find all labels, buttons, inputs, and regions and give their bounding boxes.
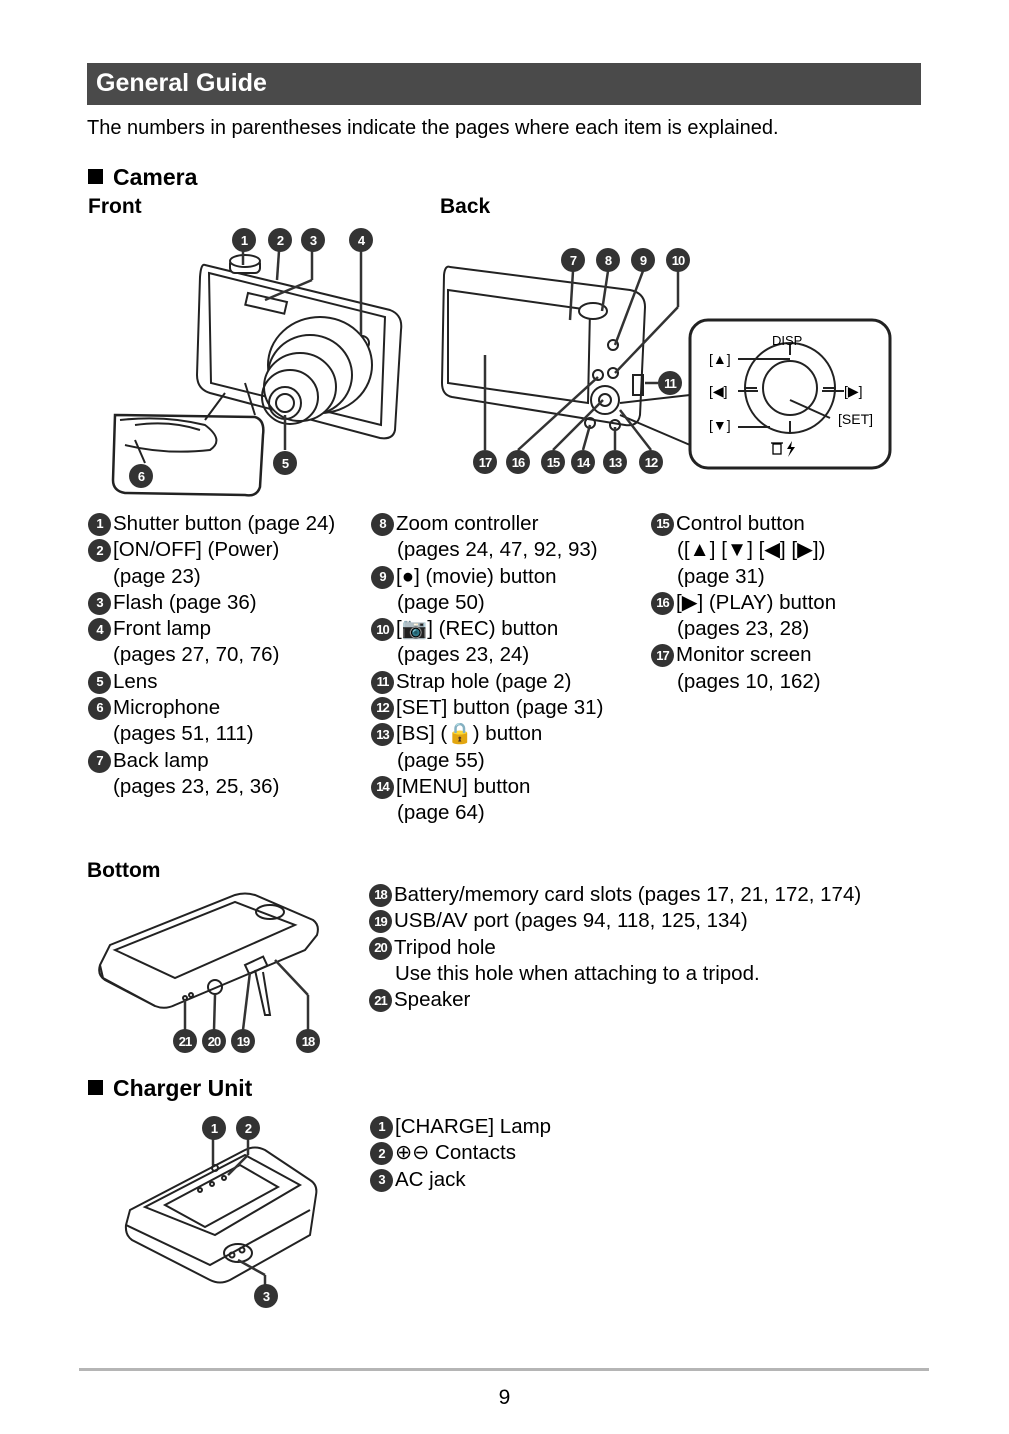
list-item-cont: (pages 23, 25, 36) — [113, 774, 280, 798]
list-item: 9[●] (movie) button — [371, 564, 603, 590]
callout-18: 18 — [296, 1029, 320, 1053]
callout-16: 16 — [506, 450, 530, 474]
list-item: 12[SET] button (page 31) — [371, 695, 603, 721]
list-item-cont: Use this hole when attaching to a tripod… — [395, 961, 760, 985]
bottom-label: Bottom — [87, 859, 161, 882]
flash-icon — [787, 441, 795, 457]
down-label: [▼] — [709, 417, 731, 433]
callout-15: 15 — [541, 450, 565, 474]
camera-front-illustration — [111, 250, 403, 497]
list-item-cont: (pages 24, 47, 92, 93) — [397, 538, 598, 562]
charger-callout-2: 2 — [236, 1116, 260, 1140]
callout-6: 6 — [129, 464, 153, 488]
list-item: 10[📷] (REC) button — [371, 616, 603, 642]
callout-9: 9 — [631, 248, 655, 272]
up-label: [▲] — [709, 351, 731, 367]
back-label: Back — [440, 195, 491, 218]
callout-10: 10 — [666, 248, 690, 272]
callout-7: 7 — [561, 248, 585, 272]
charger-callout-1: 1 — [202, 1116, 226, 1140]
list-item-cont: (pages 51, 111) — [113, 722, 254, 746]
camera-heading: Camera — [88, 164, 197, 191]
callout-20: 20 — [202, 1029, 226, 1053]
callout-14: 14 — [571, 450, 595, 474]
list-item-cont: (page 23) — [113, 564, 201, 588]
callout-3: 3 — [301, 228, 325, 252]
left-label: [◀] — [709, 383, 728, 399]
intro-text: The numbers in parentheses indicate the … — [87, 117, 779, 139]
set-label: [SET] — [838, 411, 873, 427]
callout-12: 12 — [639, 450, 663, 474]
list-item: 16[▶] (PLAY) button — [651, 590, 836, 616]
camera-back-illustration: DISP [▲] [◀] [▶] [▼] [SET] — [440, 265, 892, 470]
square-bullet-icon — [88, 169, 103, 184]
right-label: [▶] — [844, 383, 863, 399]
list-item: 14[MENU] button — [371, 774, 603, 800]
list-item-cont: (page 31) — [677, 564, 765, 588]
footer-divider — [79, 1368, 929, 1371]
list-item-cont: (page 50) — [397, 590, 485, 614]
callout-13: 13 — [603, 450, 627, 474]
charger-illustration — [124, 1135, 318, 1285]
list-item: 2[ON/OFF] (Power) — [88, 537, 335, 563]
callout-2: 2 — [268, 228, 292, 252]
callout-19: 19 — [231, 1029, 255, 1053]
callout-5: 5 — [273, 451, 297, 475]
callout-21: 21 — [173, 1029, 197, 1053]
list-item: 2⊕⊖ Contacts — [370, 1140, 551, 1166]
list-item-cont: (page 55) — [397, 748, 485, 772]
trash-icon — [771, 442, 783, 455]
callout-11: 11 — [658, 371, 682, 395]
list-item: 1[CHARGE] Lamp — [370, 1114, 551, 1140]
list-item-cont: (page 64) — [397, 801, 485, 825]
charger-heading: Charger Unit — [88, 1075, 252, 1102]
list-item-cont: (pages 23, 28) — [677, 617, 810, 641]
page-title: General Guide — [87, 63, 921, 105]
list-item-cont: (pages 10, 162) — [677, 669, 821, 693]
front-label: Front — [88, 195, 142, 218]
list-item: 13[BS] (🔒) button — [371, 721, 603, 747]
square-bullet-icon — [88, 1080, 103, 1095]
charger-callout-3: 3 — [254, 1284, 278, 1308]
list-item-cont: ([▲] [▼] [◀] [▶]) — [677, 538, 826, 562]
callout-1: 1 — [232, 228, 256, 252]
callout-4: 4 — [349, 228, 373, 252]
list-item-cont: (pages 23, 24) — [397, 643, 530, 667]
page-number: 9 — [498, 1386, 511, 1409]
camera-bottom-illustration — [98, 892, 319, 1030]
list-item-cont: (pages 27, 70, 76) — [113, 643, 280, 667]
callout-17: 17 — [473, 450, 497, 474]
callout-8: 8 — [596, 248, 620, 272]
disp-label: DISP — [772, 333, 802, 348]
